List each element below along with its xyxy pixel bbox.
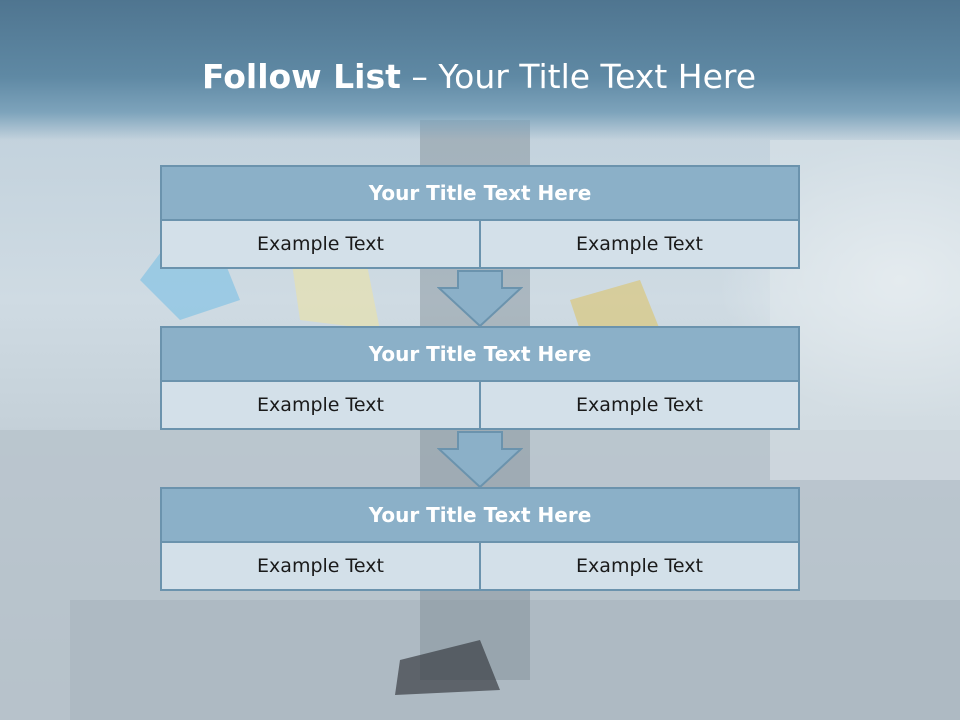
step-cell-right: Example Text: [479, 541, 800, 591]
step-row: Example Text Example Text: [160, 541, 800, 591]
step-title: Your Title Text Here: [160, 326, 800, 382]
step-box-2: Your Title Text Here Example Text Exampl…: [160, 326, 800, 430]
step-cell-right: Example Text: [479, 380, 800, 430]
step-cell-left: Example Text: [160, 380, 481, 430]
step-title: Your Title Text Here: [160, 165, 800, 221]
slide-title: Follow List – Your Title Text Here: [202, 52, 756, 102]
step-cell-left: Example Text: [160, 541, 481, 591]
step-row: Example Text Example Text: [160, 380, 800, 430]
down-arrow-icon: [437, 431, 523, 489]
header-band: [0, 0, 960, 140]
step-box-1: Your Title Text Here Example Text Exampl…: [160, 165, 800, 269]
slide-title-bold: Follow List: [202, 57, 401, 96]
step-cell-left: Example Text: [160, 219, 481, 269]
down-arrow-icon: [437, 270, 523, 328]
step-cell-right: Example Text: [479, 219, 800, 269]
step-row: Example Text Example Text: [160, 219, 800, 269]
step-box-3: Your Title Text Here Example Text Exampl…: [160, 487, 800, 591]
slide-title-rest: – Your Title Text Here: [400, 57, 757, 96]
step-title: Your Title Text Here: [160, 487, 800, 543]
